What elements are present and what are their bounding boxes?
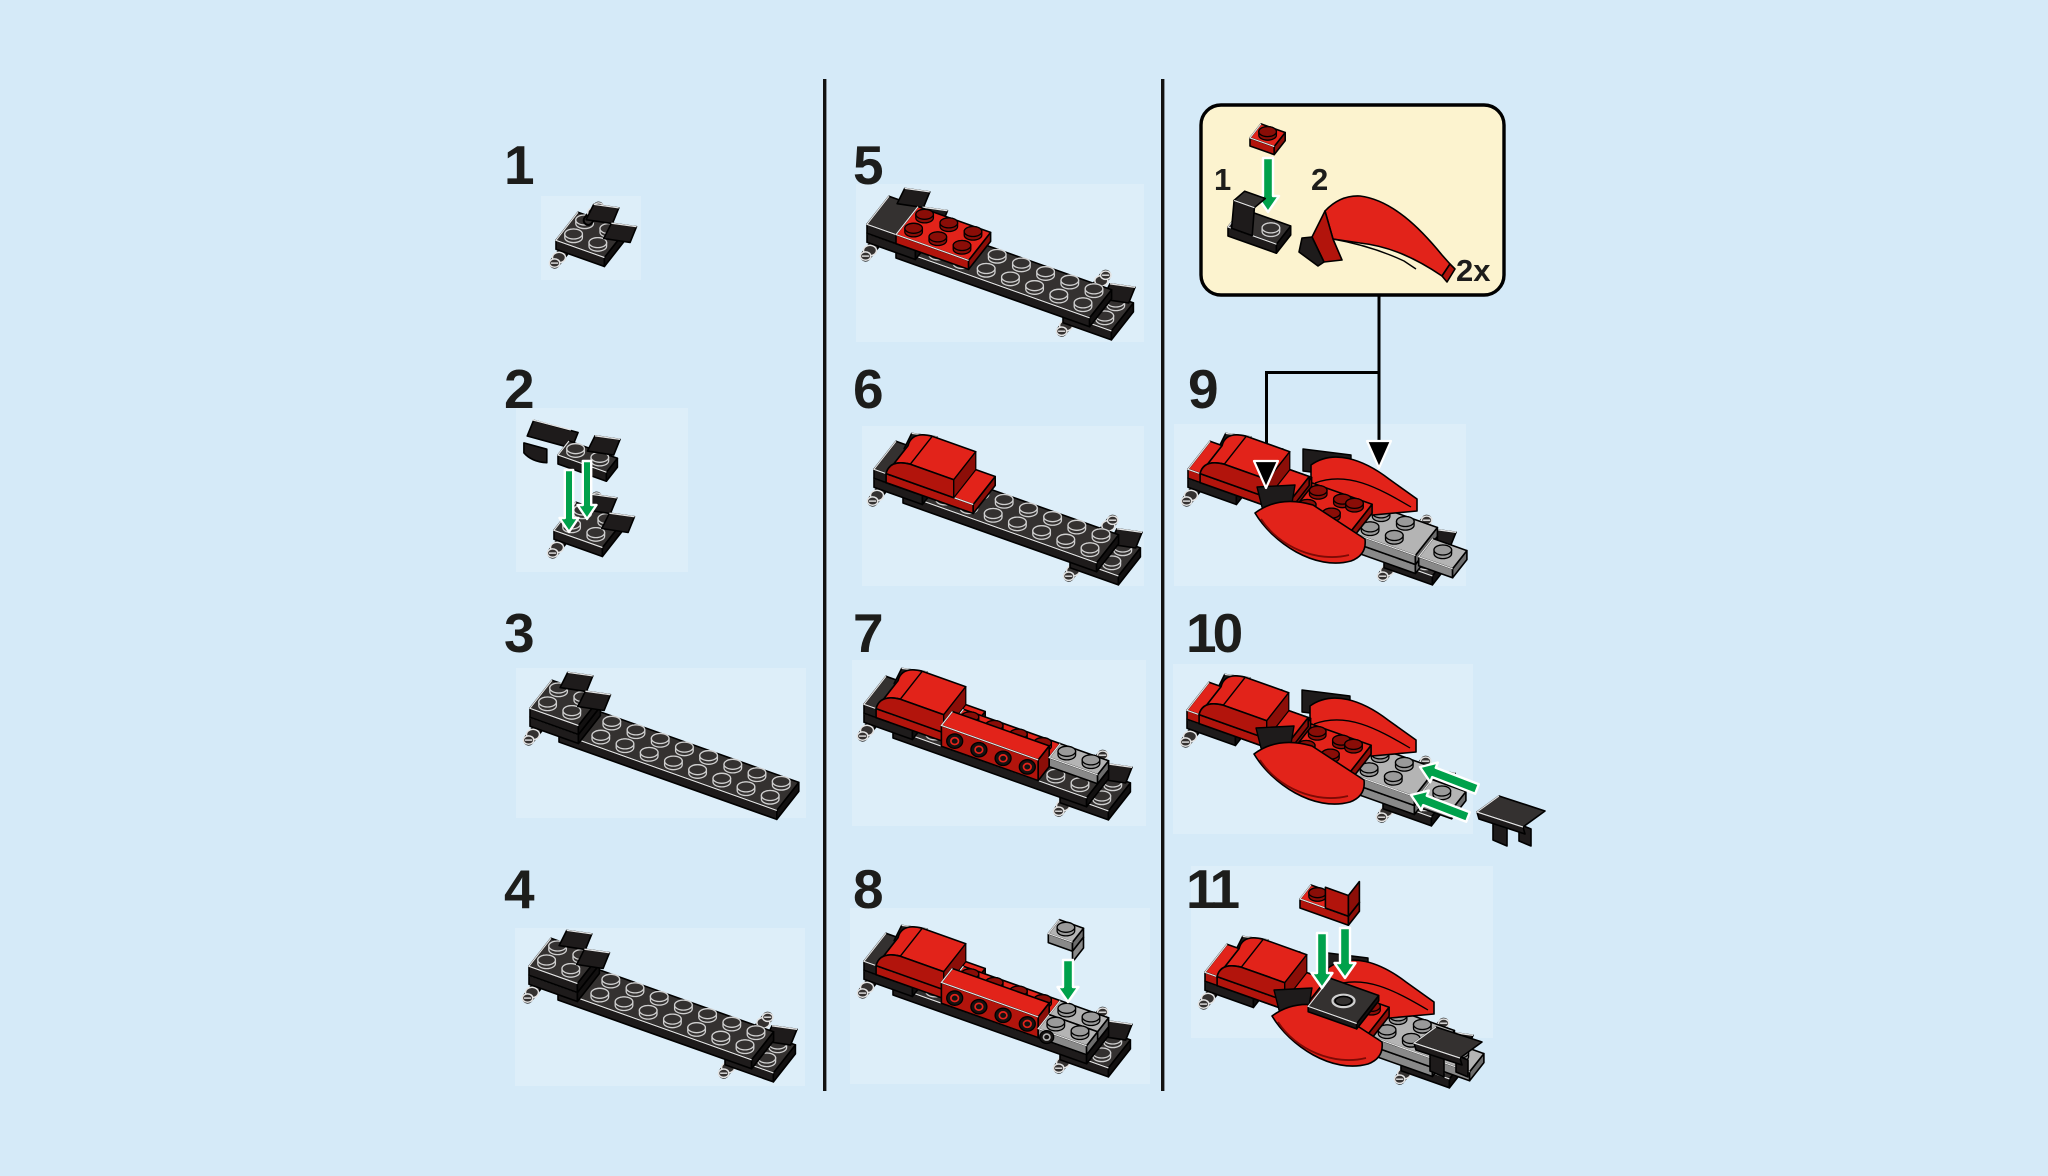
svg-text:4: 4 — [504, 858, 535, 920]
svg-text:6: 6 — [853, 358, 884, 420]
svg-text:7: 7 — [853, 602, 884, 664]
svg-text:2: 2 — [1311, 162, 1328, 197]
svg-text:3: 3 — [504, 602, 535, 664]
svg-text:11: 11 — [1186, 858, 1240, 920]
svg-text:9: 9 — [1188, 358, 1219, 420]
svg-text:2: 2 — [504, 358, 535, 420]
svg-text:2x: 2x — [1456, 253, 1491, 288]
svg-text:5: 5 — [853, 134, 884, 196]
svg-text:8: 8 — [853, 858, 884, 920]
svg-text:10: 10 — [1186, 602, 1242, 664]
svg-text:1: 1 — [504, 134, 535, 196]
svg-text:1: 1 — [1214, 162, 1231, 197]
